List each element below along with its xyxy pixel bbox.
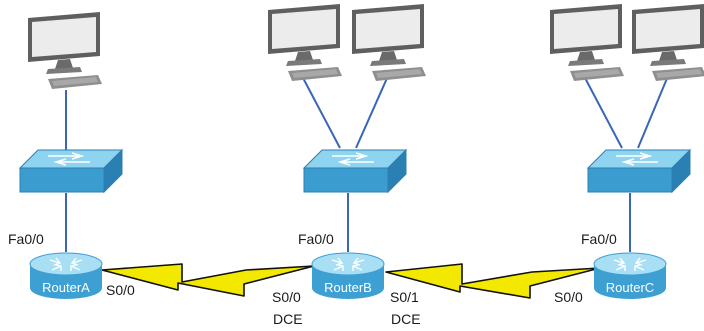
ethernet-links [65, 75, 669, 252]
router-b-s01-label: S0/1 [390, 289, 419, 305]
serial-link-b-c [385, 263, 601, 299]
desktop-computer-icon [632, 4, 704, 81]
router-a-s-label: S0/0 [106, 282, 135, 298]
router-a: RouterA [29, 252, 103, 300]
desktop-computer-icon [268, 4, 342, 81]
router-a-label: RouterA [42, 280, 90, 295]
router-a-fa-label: Fa0/0 [8, 231, 44, 247]
serial-link-a-b [101, 263, 315, 297]
link-pc3-switch2 [355, 75, 389, 149]
link-pc5-switch3 [637, 75, 669, 149]
link-pc4-switch3 [583, 75, 623, 149]
workgroup-switch-icon [19, 149, 123, 193]
router-c-s-label: S0/0 [554, 289, 583, 305]
switch-middle [303, 149, 407, 193]
router-b-fa-label: Fa0/0 [298, 231, 334, 247]
router-c: RouterC [593, 252, 667, 300]
pc-right-right [632, 4, 704, 81]
link-pc2-switch2 [301, 75, 341, 149]
workgroup-switch-icon [303, 149, 407, 193]
desktop-computer-icon [352, 4, 426, 81]
router-b: RouterB [311, 252, 385, 300]
pc-middle-right [352, 4, 426, 81]
pc-left [28, 12, 102, 89]
serial-link-lightning-icon [385, 263, 601, 299]
switch-left [19, 149, 123, 193]
router-c-fa-label: Fa0/0 [581, 231, 617, 247]
workgroup-switch-icon [587, 149, 691, 193]
switch-right [587, 149, 691, 193]
desktop-computer-icon [28, 12, 102, 89]
serial-link-lightning-icon [101, 263, 315, 297]
interface-labels: Fa0/0 S0/0 Fa0/0 S0/0 DCE S0/1 DCE Fa0/0… [8, 231, 617, 327]
router-b-s01-role: DCE [391, 311, 421, 327]
router-b-s00-role: DCE [273, 311, 303, 327]
desktop-computer-icon [550, 4, 624, 81]
router-b-s00-label: S0/0 [272, 289, 301, 305]
pc-right-left [550, 4, 624, 81]
pc-middle-left [268, 4, 342, 81]
router-c-label: RouterC [606, 280, 654, 295]
router-b-label: RouterB [324, 280, 372, 295]
